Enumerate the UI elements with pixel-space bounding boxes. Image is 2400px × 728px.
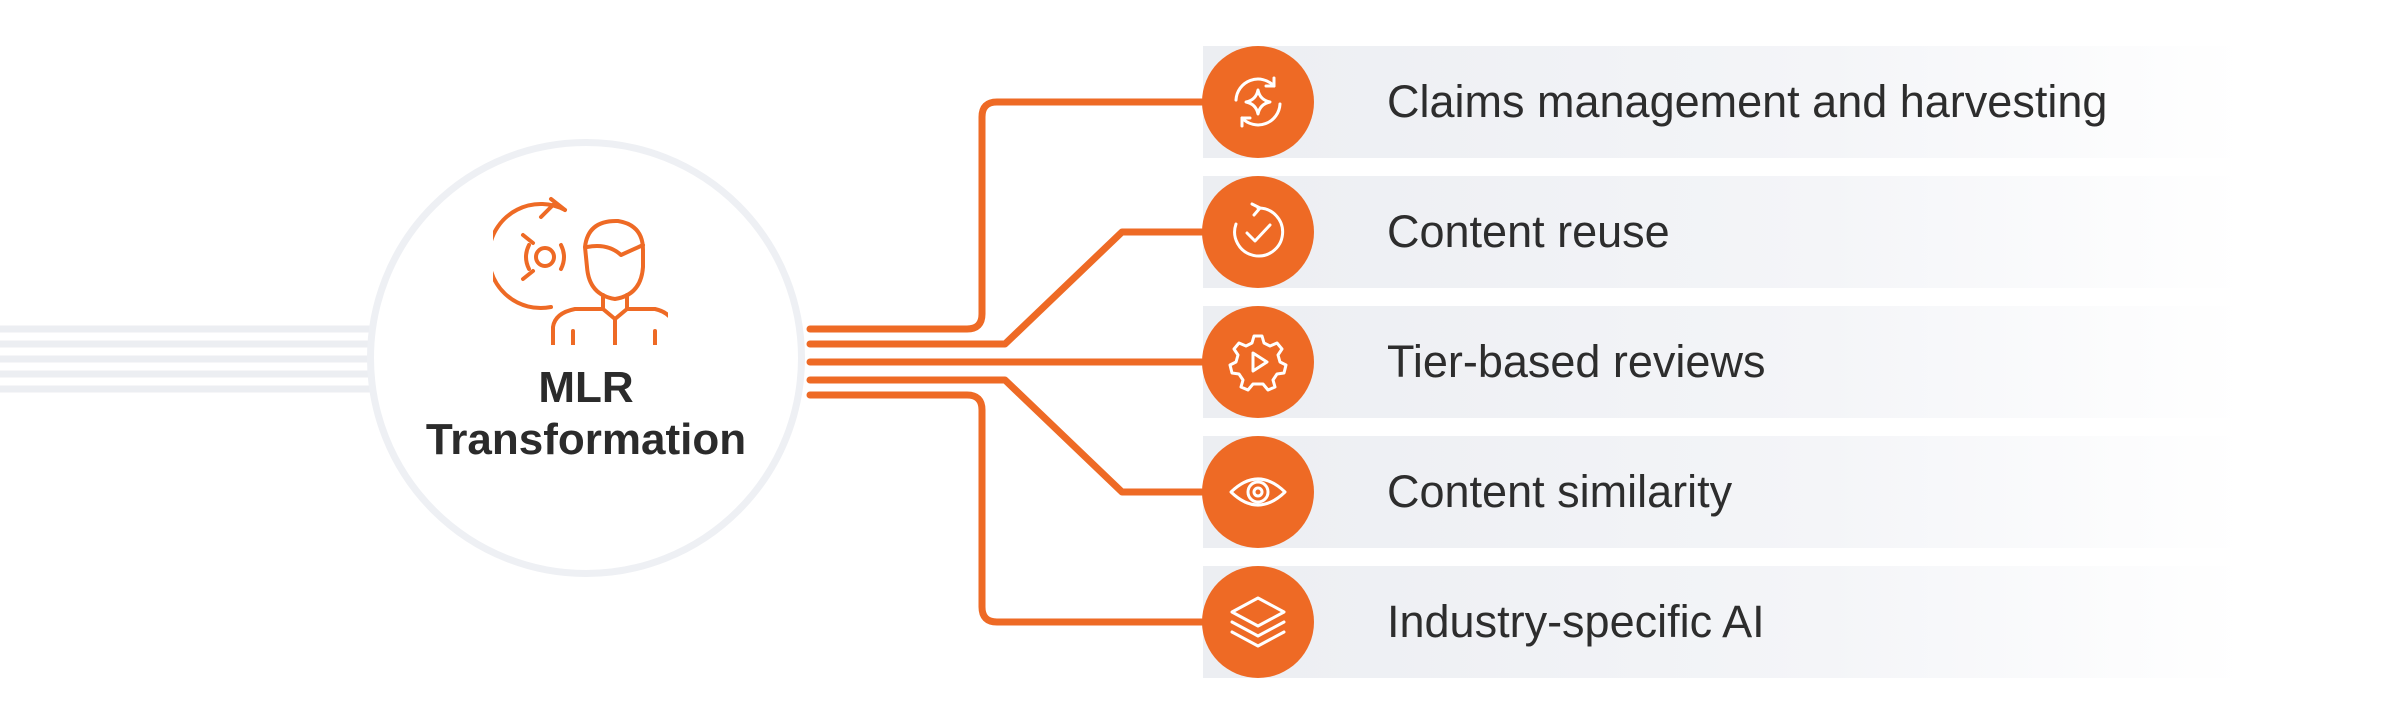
branch-label-4: Content similarity bbox=[1387, 466, 1733, 517]
input-lines bbox=[0, 325, 372, 393]
branch-row-5 bbox=[1203, 566, 2243, 678]
refresh-check-icon bbox=[1233, 202, 1285, 258]
branch-row-4 bbox=[1203, 436, 2243, 548]
connector-line-1 bbox=[806, 98, 1209, 333]
branch-badge-1 bbox=[1202, 46, 1314, 158]
connector-line-2 bbox=[806, 228, 1209, 348]
hub-circle: MLR Transformation bbox=[367, 139, 805, 577]
connector-line-4 bbox=[806, 376, 1209, 496]
person-with-gear-icon bbox=[493, 197, 668, 345]
branch-label-3: Tier-based reviews bbox=[1387, 336, 1766, 387]
branch-label-1: Claims management and harvesting bbox=[1387, 76, 2108, 127]
branch-label-5: Industry-specific AI bbox=[1387, 596, 1765, 647]
layers-icon bbox=[1230, 596, 1286, 648]
eye-icon bbox=[1229, 477, 1287, 507]
branch-row-3 bbox=[1203, 306, 2243, 418]
connector-line-5 bbox=[806, 391, 1209, 626]
branch-badge-5 bbox=[1202, 566, 1314, 678]
sparkle-refresh-icon bbox=[1234, 76, 1282, 128]
hub-title-line-1: MLR bbox=[538, 363, 634, 412]
branch-label-2: Content reuse bbox=[1387, 206, 1670, 257]
branch-badge-3 bbox=[1202, 306, 1314, 418]
hub-title-line-2: Transformation bbox=[425, 415, 747, 464]
branch-badge-4 bbox=[1202, 436, 1314, 548]
branch-badge-2 bbox=[1202, 176, 1314, 288]
branch-row-2 bbox=[1203, 176, 2243, 288]
gear-play-icon bbox=[1228, 334, 1288, 392]
branch-row-1 bbox=[1203, 46, 2243, 158]
